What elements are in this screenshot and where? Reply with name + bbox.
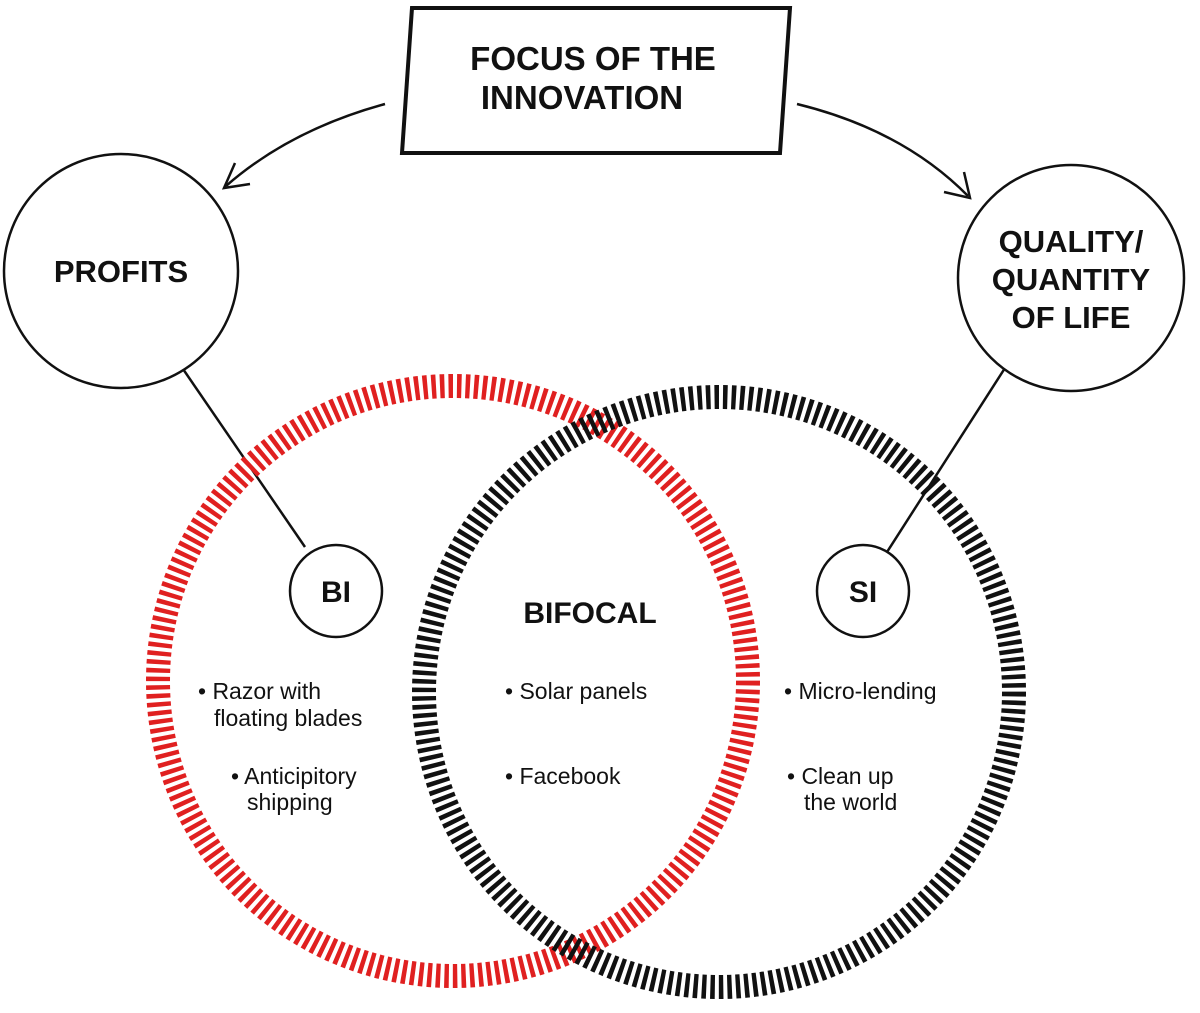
si-item-1: • Micro-lending — [784, 678, 937, 704]
quality-line-1: QUALITY/ — [999, 224, 1144, 259]
arrow-to-profits — [225, 102, 386, 187]
quality-line-2: QUANTITY — [992, 262, 1151, 297]
bifocal-label: BIFOCAL — [523, 597, 656, 630]
quality-circle — [956, 163, 1186, 393]
profits-label: PROFITS — [54, 254, 188, 289]
bi-item-2-line-1: • Anticipitory — [231, 763, 357, 789]
bifocal-item-2: • Facebook — [505, 763, 621, 789]
bi-item-2-line-2: shipping — [247, 789, 333, 815]
business-innovation-ring — [146, 374, 760, 988]
social-innovation-ring — [412, 385, 1026, 999]
bi-item-1-line-2: floating blades — [214, 705, 362, 731]
title-line-2: INNOVATION — [481, 79, 683, 116]
si-label: SI — [849, 576, 877, 609]
bi-label: BI — [321, 576, 351, 609]
arrow-to-quality-head — [943, 171, 972, 200]
si-item-2-line-1: • Clean up — [787, 763, 894, 789]
bifocal-item-1: • Solar panels — [505, 678, 647, 704]
arrow-to-quality — [796, 102, 969, 197]
connector-quality-si — [885, 367, 1007, 553]
profits-circle — [2, 152, 240, 390]
arrow-to-profits-head — [221, 162, 251, 190]
si-circle — [815, 543, 911, 639]
title-line-1: FOCUS OF THE — [470, 40, 716, 77]
bi-item-1-line-1: • Razor with — [198, 678, 321, 704]
quality-line-3: OF LIFE — [1012, 300, 1131, 335]
si-item-2-line-2: the world — [804, 789, 897, 815]
title-box — [399, 6, 793, 155]
bi-circle — [288, 543, 384, 639]
